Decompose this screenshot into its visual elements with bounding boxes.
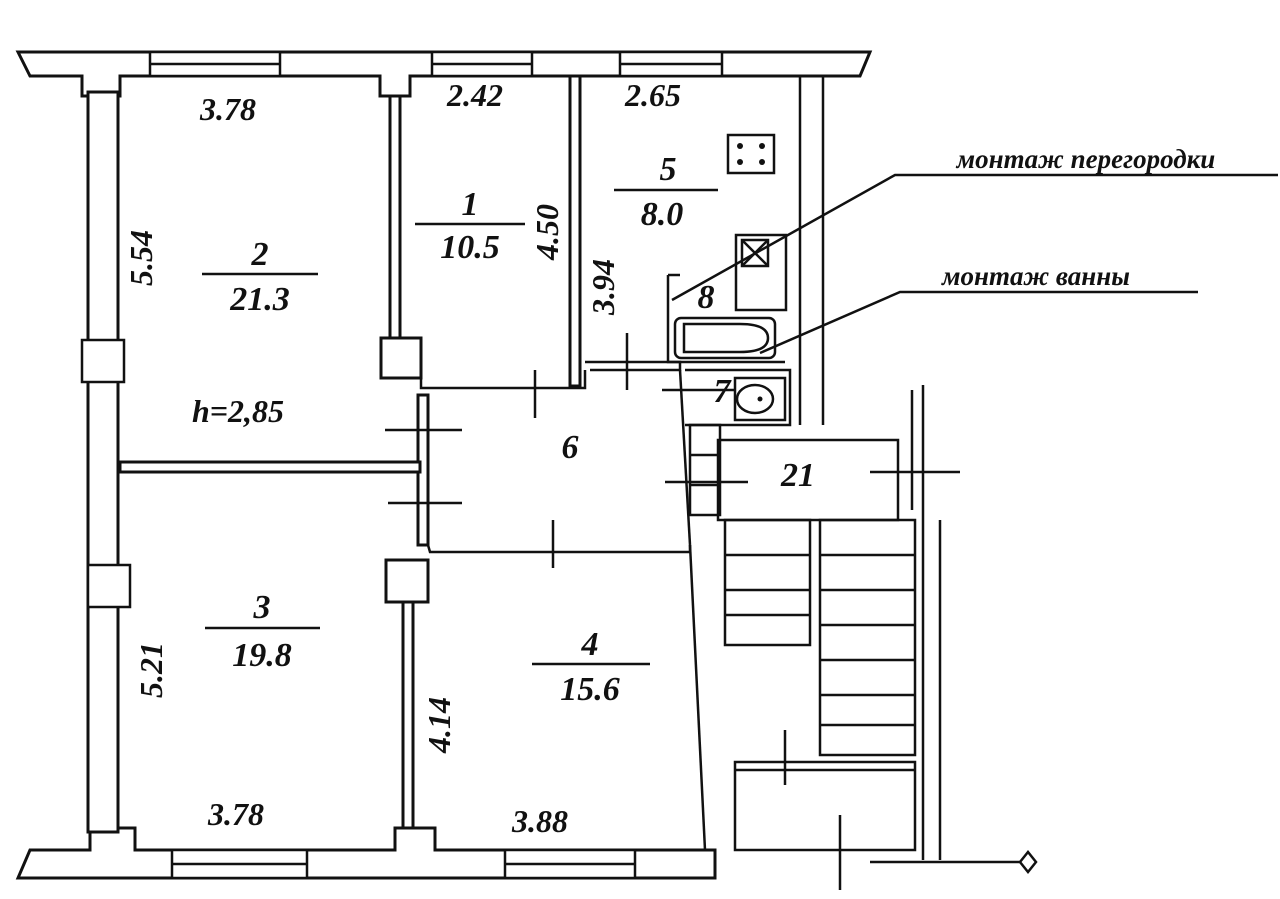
stair-block [688, 423, 722, 517]
door-marks [385, 333, 960, 568]
room-labels: 1 10.5 2 21.3 3 19.8 4 15.6 5 8.0 6 7 8 … [192, 151, 815, 708]
fixtures [673, 133, 788, 422]
room-5-number: 5 [660, 151, 677, 188]
stair-flight-left [723, 518, 812, 647]
wall-2-3 [118, 460, 422, 474]
wall-1-5 [568, 74, 582, 388]
room-5-area: 8.0 [641, 196, 684, 233]
stair-flight-right [818, 518, 917, 757]
room-3-area: 19.8 [232, 637, 292, 674]
leader-partition [671, 173, 1278, 302]
interior-walls [118, 74, 900, 851]
wall-corridor-bottom [426, 544, 692, 554]
wall-room1-bottom [419, 370, 587, 390]
dim-left-lower: 5.21 [133, 642, 169, 698]
ceiling-height: h=2,85 [192, 393, 284, 429]
wall-room5-bottom [585, 360, 682, 372]
dim-room5-side: 3.94 [585, 259, 621, 316]
wall-room4-right [688, 544, 707, 851]
leader-bathtub [759, 290, 1198, 355]
room-4-number: 4 [581, 626, 599, 663]
room-2-number: 2 [251, 236, 269, 273]
room-1-area: 10.5 [440, 229, 500, 266]
dim-bottom-left: 3.78 [207, 796, 264, 832]
wall-bath [666, 275, 785, 364]
room-6-number: 6 [562, 429, 579, 466]
annotation-bathtub: монтаж ванны [941, 261, 1130, 291]
dim-top-left: 3.78 [199, 91, 256, 127]
room-2-area: 21.3 [229, 281, 290, 318]
staircase [723, 518, 917, 890]
window-left-1 [80, 338, 126, 384]
left-outer-wall [86, 90, 120, 834]
windows [80, 50, 724, 880]
room-8-number: 8 [698, 279, 715, 316]
room-7-number: 7 [714, 373, 733, 410]
dim-top-right: 2.65 [624, 77, 681, 113]
dim-left-upper: 5.54 [123, 230, 159, 286]
stove-icon [726, 133, 776, 175]
entry-marker-icon [1018, 849, 1038, 875]
pillar-2 [384, 558, 430, 604]
stair-landing-bottom [733, 760, 917, 852]
wall-3-4 [401, 600, 415, 830]
room-4-area: 15.6 [560, 671, 620, 708]
pillar-1 [379, 336, 423, 380]
annotations: монтаж перегородки монтаж ванны [671, 144, 1278, 355]
room-21-number: 21 [780, 457, 815, 494]
wall-2-1 [388, 94, 402, 348]
wall-corridor-right [678, 369, 692, 546]
room-3-number: 3 [253, 589, 271, 626]
dim-bottom-mid: 3.88 [511, 803, 568, 839]
window-left-2 [86, 563, 132, 609]
dim-room1-height: 4.50 [529, 204, 565, 261]
wall-wc [685, 368, 792, 427]
toilet-icon [733, 376, 787, 422]
dim-top-mid: 2.42 [446, 77, 503, 113]
dimension-labels: 3.78 2.42 2.65 5.54 4.50 3.94 5.21 4.14 … [123, 77, 681, 839]
room-1-number: 1 [462, 186, 479, 223]
annotation-partition: монтаж перегородки [956, 144, 1216, 174]
dim-room4-side: 4.14 [421, 697, 457, 754]
sink-icon [734, 233, 788, 312]
bathtub-icon [673, 316, 777, 360]
